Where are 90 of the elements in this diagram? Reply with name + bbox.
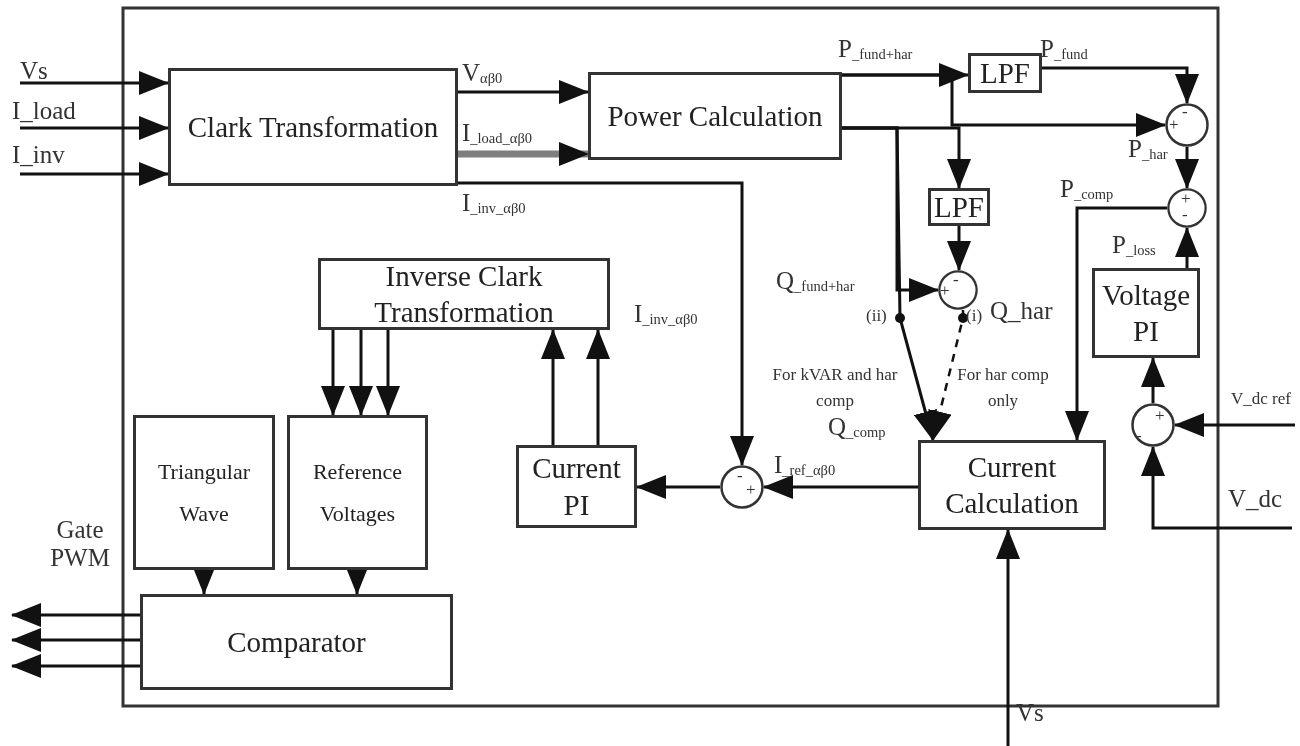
block-label: Triangular	[157, 457, 251, 486]
signal-arrow	[763, 475, 918, 499]
block-label: Current PI	[531, 451, 622, 523]
block-label: Power Calculation	[607, 98, 823, 134]
signal-label: P$_{_har}$	[1128, 136, 1168, 163]
block-label: Inverse Clark Transformation	[373, 258, 555, 330]
signal-label: P$_{_fund}$	[1040, 36, 1088, 63]
signal-label: I$_{_inv_αβ0}$	[462, 190, 526, 217]
signal-label: I_load	[12, 98, 76, 125]
sign-label: +	[940, 282, 950, 299]
signal-arrow	[1174, 413, 1295, 437]
signal-label: Q$_{_fund+har}$	[776, 268, 855, 295]
block-label: LPF	[980, 55, 1030, 91]
signal-label: (i)	[966, 307, 983, 325]
process-box	[133, 415, 275, 570]
signal-label: Q_har	[990, 298, 1053, 325]
signal-arrow	[842, 126, 937, 441]
signal-label: V$_{αβ0}$	[462, 60, 503, 87]
signal-label: For har comp only	[956, 364, 1050, 412]
signal-arrow	[1042, 66, 1199, 104]
signal-arrow	[1141, 446, 1292, 530]
block-label: Voltages	[319, 499, 396, 528]
signal-arrow	[1175, 147, 1199, 189]
signal-arrow	[928, 310, 965, 441]
block-label: Current Calculation	[944, 449, 1080, 521]
sign-label: +	[746, 481, 756, 498]
summing-junction	[1131, 403, 1175, 447]
summing-junction	[720, 465, 764, 509]
signal-label: V_dc	[1228, 486, 1283, 513]
signal-arrow	[458, 181, 754, 466]
process-box	[1092, 268, 1200, 358]
signal-arrow	[636, 475, 720, 499]
signal-label: (ii)	[866, 307, 887, 325]
signal-label: For kVAR and har comp	[771, 364, 899, 412]
signal-arrow	[20, 71, 169, 95]
sign-label: +	[1169, 116, 1179, 133]
signal-label: Vs	[20, 58, 48, 85]
process-box	[318, 258, 610, 330]
block-label: Clark Transformation	[187, 109, 439, 145]
process-box	[928, 188, 990, 226]
signal-label: I$_{_ref_αβ0}$	[774, 452, 836, 479]
process-box	[968, 53, 1042, 93]
signal-label: I_inv	[12, 142, 65, 169]
signal-arrow	[349, 330, 373, 416]
sign-label: -	[1136, 427, 1142, 444]
signal-arrow	[1175, 227, 1199, 268]
signal-arrow	[20, 116, 169, 140]
signal-arrow	[11, 603, 140, 627]
signal-arrow	[947, 226, 971, 271]
signal-arrow	[1065, 206, 1167, 441]
signal-label: P$_{_loss}$	[1112, 232, 1156, 259]
sign-label: -	[1182, 103, 1188, 120]
summing-junction	[938, 270, 978, 310]
process-box	[140, 594, 453, 690]
signal-label: V_dc ref	[1230, 388, 1292, 410]
signal-arrow	[586, 329, 610, 445]
block-label: Reference	[312, 457, 403, 486]
signal-arrow	[458, 80, 589, 104]
sign-label: +	[1155, 407, 1165, 424]
process-box	[168, 68, 458, 186]
signal-arrow	[376, 330, 400, 416]
process-box	[588, 72, 842, 160]
signal-label: P$_{_fund+har}$	[838, 36, 913, 63]
block-label: Wave	[179, 499, 229, 528]
signal-arrow	[541, 329, 565, 445]
signal-arrow	[11, 628, 140, 652]
signal-label: Gate PWM	[49, 516, 111, 571]
signal-label: I$_{_load_αβ0}$	[462, 120, 533, 147]
signal-arrow	[842, 73, 1166, 137]
signal-label: I$_{_inv_αβ0}$	[634, 301, 698, 328]
process-box	[287, 415, 428, 570]
block-label: Comparator	[227, 624, 366, 660]
block-label: Voltage PI	[1100, 277, 1192, 349]
sign-label: -	[953, 271, 959, 288]
signal-arrow	[11, 654, 140, 678]
signal-arrow	[996, 529, 1020, 746]
sign-label: -	[737, 467, 743, 484]
signal-arrow	[321, 330, 345, 416]
sign-label: -	[1182, 206, 1188, 223]
sign-label: +	[1181, 190, 1191, 207]
signal-arrow	[20, 162, 169, 186]
signal-label: P$_{_comp}$	[1060, 176, 1114, 203]
process-box	[516, 445, 637, 528]
signal-arrow	[1141, 357, 1165, 403]
signal-arrow	[458, 142, 589, 166]
block-label: LPF	[934, 189, 984, 225]
signal-label: Q$_{_comp}$	[828, 414, 886, 441]
summing-junction	[1167, 188, 1207, 228]
process-box	[918, 440, 1106, 530]
summing-junction	[1165, 103, 1209, 147]
